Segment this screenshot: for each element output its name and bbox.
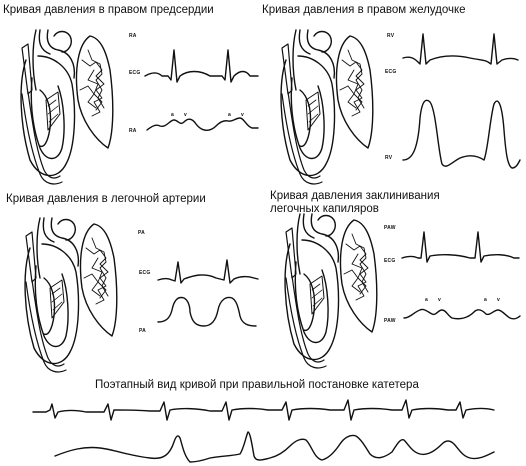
- ecg-trace-rv: [402, 33, 519, 65]
- label-pa-wave: PA: [139, 328, 146, 334]
- heart-illustration-paw: [284, 213, 378, 369]
- marker-ra-v1: v: [184, 112, 187, 118]
- ecg-trace-pa: [157, 259, 259, 284]
- marker-ra-a2: a: [228, 112, 231, 118]
- pressure-trace-rv: [402, 99, 521, 169]
- label-ra-ecg: ECG: [129, 70, 141, 76]
- label-rv-ecg: ECG: [385, 69, 397, 75]
- marker-paw-v2: v: [497, 297, 500, 303]
- label-ra-wave: RA: [129, 128, 137, 134]
- label-ra-top: RA: [129, 33, 137, 39]
- marker-paw-a2: a: [484, 297, 487, 303]
- label-pa-ecg: ECG: [139, 270, 151, 276]
- marker-ra-v2: v: [241, 112, 244, 118]
- pressure-trace-ra: [146, 117, 259, 131]
- label-rv-top: RV: [387, 33, 395, 39]
- label-paw-ecg: ECG: [384, 258, 396, 264]
- ecg-trace-bottom: [32, 399, 495, 421]
- marker-ra-a1: a: [171, 112, 174, 118]
- marker-paw-v1: v: [438, 297, 441, 303]
- heart-illustration-ra: [20, 29, 114, 185]
- ecg-trace-paw: [401, 231, 520, 263]
- label-rv-wave: RV: [385, 155, 393, 161]
- pressure-trace-pa: [157, 296, 257, 327]
- bottom-title: Поэтапный вид кривой при правильной пост…: [95, 379, 419, 391]
- ecg-trace-ra: [144, 49, 259, 83]
- panel-title-pulmonary-artery: Кривая давления в легочной артерии: [6, 193, 206, 205]
- panel-title-right-atrium: Кривая давления в правом предсердии: [3, 4, 214, 16]
- pressure-trace-paw: [403, 308, 521, 320]
- marker-paw-a1: a: [425, 297, 428, 303]
- heart-illustration-pa: [24, 217, 118, 373]
- label-paw-top: PAW: [384, 225, 396, 231]
- panel-title-wedge-pressure: Кривая давления заклинивания легочных ка…: [270, 190, 440, 215]
- label-paw-wave: PAW: [384, 318, 396, 324]
- heart-illustration-rv: [280, 29, 374, 185]
- label-pa-top: PA: [138, 230, 145, 236]
- panel-title-right-ventricle: Кривая давления в правом желудочке: [262, 4, 466, 16]
- pressure-trace-bottom: [54, 431, 495, 463]
